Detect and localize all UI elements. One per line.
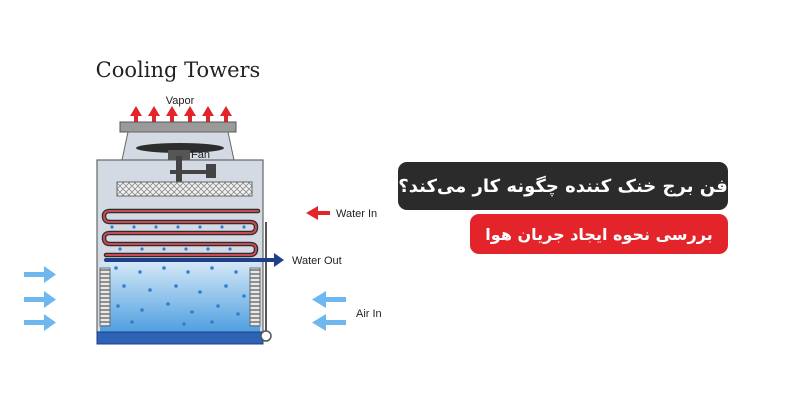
diagram-title: Cooling Towers (96, 58, 261, 82)
right-louver (249, 267, 261, 327)
air-arrow-icon (24, 314, 56, 331)
air-arrow-icon (24, 266, 56, 283)
basin-floor (96, 331, 264, 345)
vapor-arrow-icon (148, 106, 160, 128)
air-arrow-icon (24, 291, 56, 308)
vapor-arrow-icon (130, 106, 142, 128)
vapor-arrow-icon (220, 106, 232, 128)
vapor-label: Vapor (166, 95, 195, 107)
air-arrow-icon (312, 314, 346, 331)
vapor-arrow-icon (166, 106, 178, 128)
water-out-arrow-icon (262, 253, 284, 267)
vapor-arrows (130, 106, 232, 128)
air-in-arrows-right (312, 291, 346, 331)
water-out-label: Water Out (292, 255, 342, 267)
return-pipe (260, 222, 272, 342)
drift-eliminator (116, 181, 253, 197)
headline-badge: فن برج خنک کننده چگونه کار می‌کند؟ (398, 162, 728, 210)
water-in-label: Water In (336, 208, 377, 220)
air-arrow-icon (312, 291, 346, 308)
vapor-arrow-icon (184, 106, 196, 128)
coil-pipes (101, 208, 264, 262)
air-in-label: Air In (356, 308, 382, 320)
fan-icon (136, 143, 224, 182)
air-in-arrows-left (24, 266, 56, 331)
water-droplets (110, 225, 246, 326)
vapor-arrow-icon (202, 106, 214, 128)
water-in-arrow-icon (306, 206, 330, 220)
left-louver (99, 267, 111, 327)
water-basin (100, 262, 260, 332)
fan-label: Fan (191, 149, 210, 161)
subheadline-badge: بررسی نحوه ایجاد جریان هوا (470, 214, 728, 254)
